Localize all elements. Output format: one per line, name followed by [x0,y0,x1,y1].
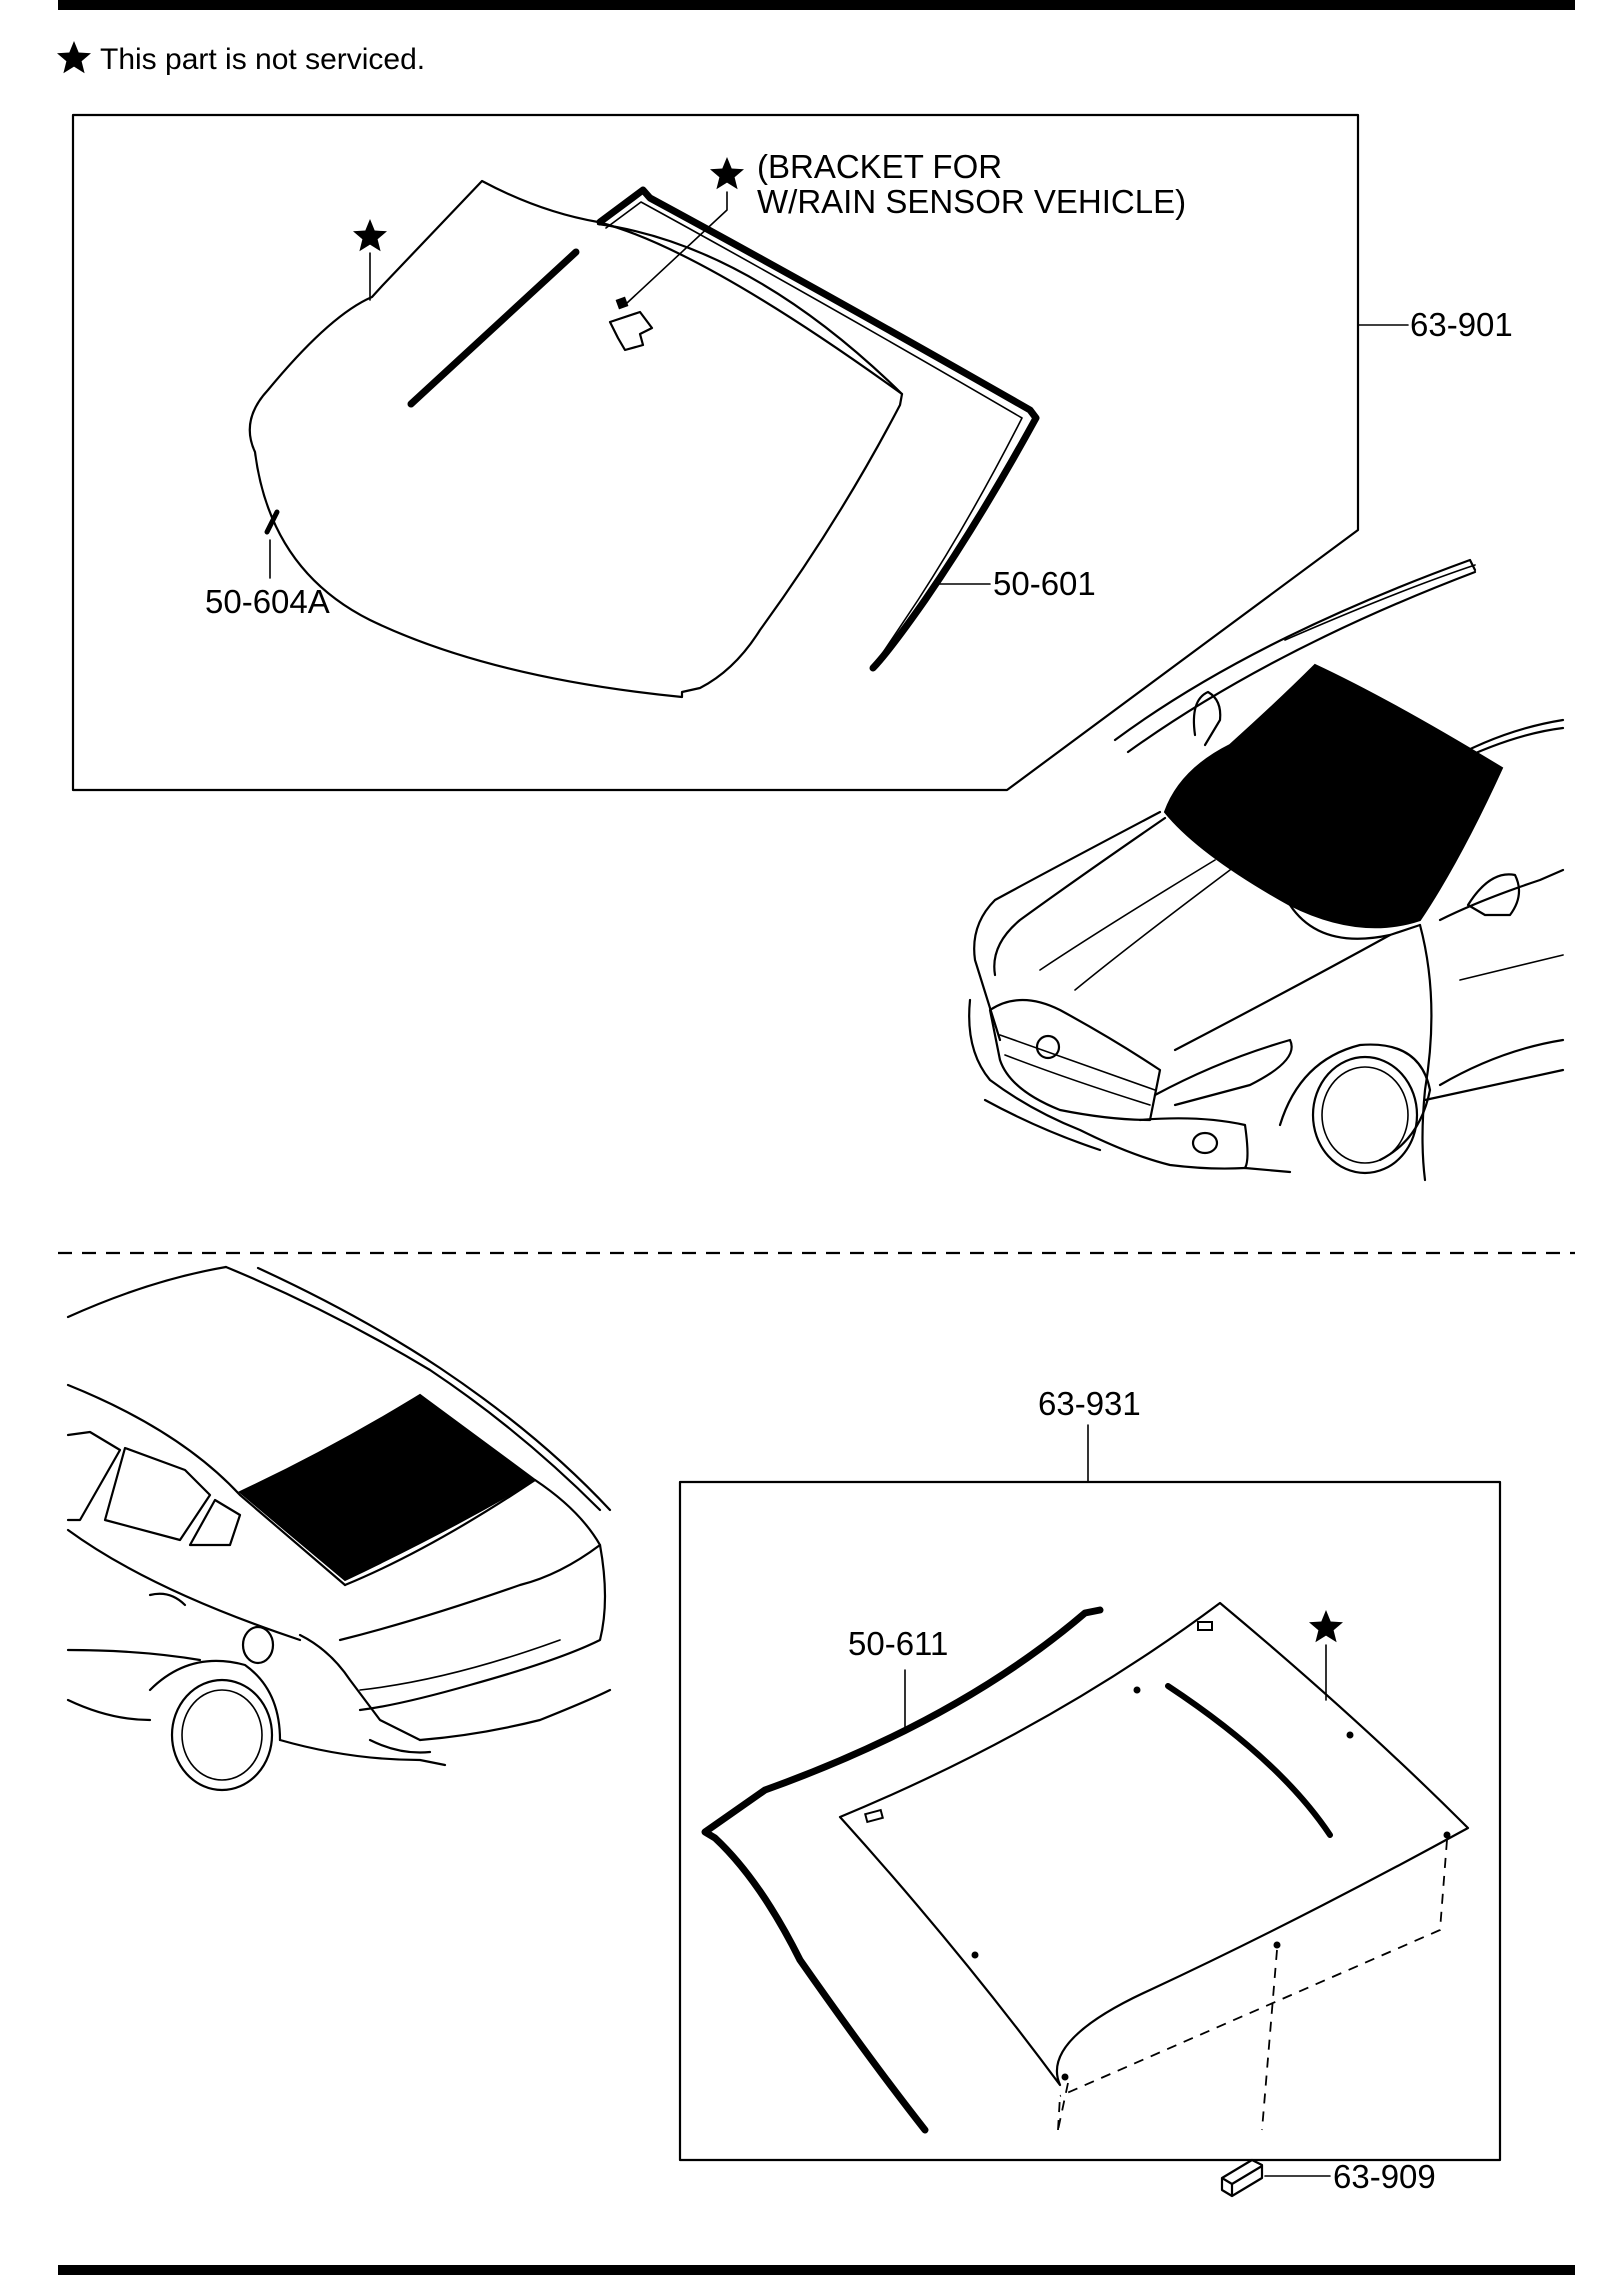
top-rule [58,0,1575,10]
legend-note-text: This part is not serviced. [100,43,425,76]
front-windshield-dark [1163,663,1504,929]
windshield-upper-edge [596,222,904,396]
rear-window-dark [238,1393,537,1582]
star-icon [353,219,387,252]
windshield-glass [248,179,904,699]
label-50-601: 50-601 [993,565,1096,602]
front-car-illustration [968,558,1565,1182]
glass-clip [1133,1686,1141,1694]
glass-clip [1273,1941,1281,1949]
legend-note: This part is not serviced. [57,41,425,76]
bracket-note-line-1: (BRACKET FOR [757,148,1002,185]
leader-bracket [626,191,728,304]
glass-clip [1443,1831,1451,1839]
label-63-901: 63-901 [1410,306,1513,343]
rain-sensor-bracket-tab [615,296,629,310]
rear-window-glass [838,1601,1470,2087]
glass-clip [1346,1731,1354,1739]
label-50-604A: 50-604A [205,583,330,620]
glass-clip [864,1808,884,1824]
molding-50-611 [701,1606,1104,2134]
windshield-section: 50-604A 50-601 63-901 (BRACKET FOR W/RAI… [71,113,1565,1182]
glass-clip [1061,2073,1069,2081]
upper-molding-inner [605,201,1023,661]
windshield-frame [71,113,1360,792]
label-50-611: 50-611 [848,1625,948,1662]
bottom-rule [58,2265,1575,2275]
rear-glass-strip [1165,1683,1333,1838]
rain-sensor-bracket [608,310,654,352]
glass-clip [1197,1621,1213,1631]
bracket-note-line-2: W/RAIN SENSOR VEHICLE) [757,183,1186,220]
fastener-63-909 [1220,2158,1264,2198]
star-icon [710,157,744,190]
label-63-931: 63-931 [1038,1385,1141,1422]
glass-clip [971,1951,979,1959]
label-63-909: 63-909 [1333,2158,1436,2195]
star-icon [57,41,91,74]
rear-car-illustration [66,1265,612,1792]
star-icon [1309,1610,1343,1643]
side-molding-50-604A [264,509,280,535]
glass-strip-left [407,248,580,408]
upper-molding-50-601 [596,186,1040,672]
projection-lines [1057,1839,1448,2131]
rear-window-section: 63-931 50-611 63-909 [66,1265,1502,2198]
rear-window-frame [678,1480,1502,2162]
